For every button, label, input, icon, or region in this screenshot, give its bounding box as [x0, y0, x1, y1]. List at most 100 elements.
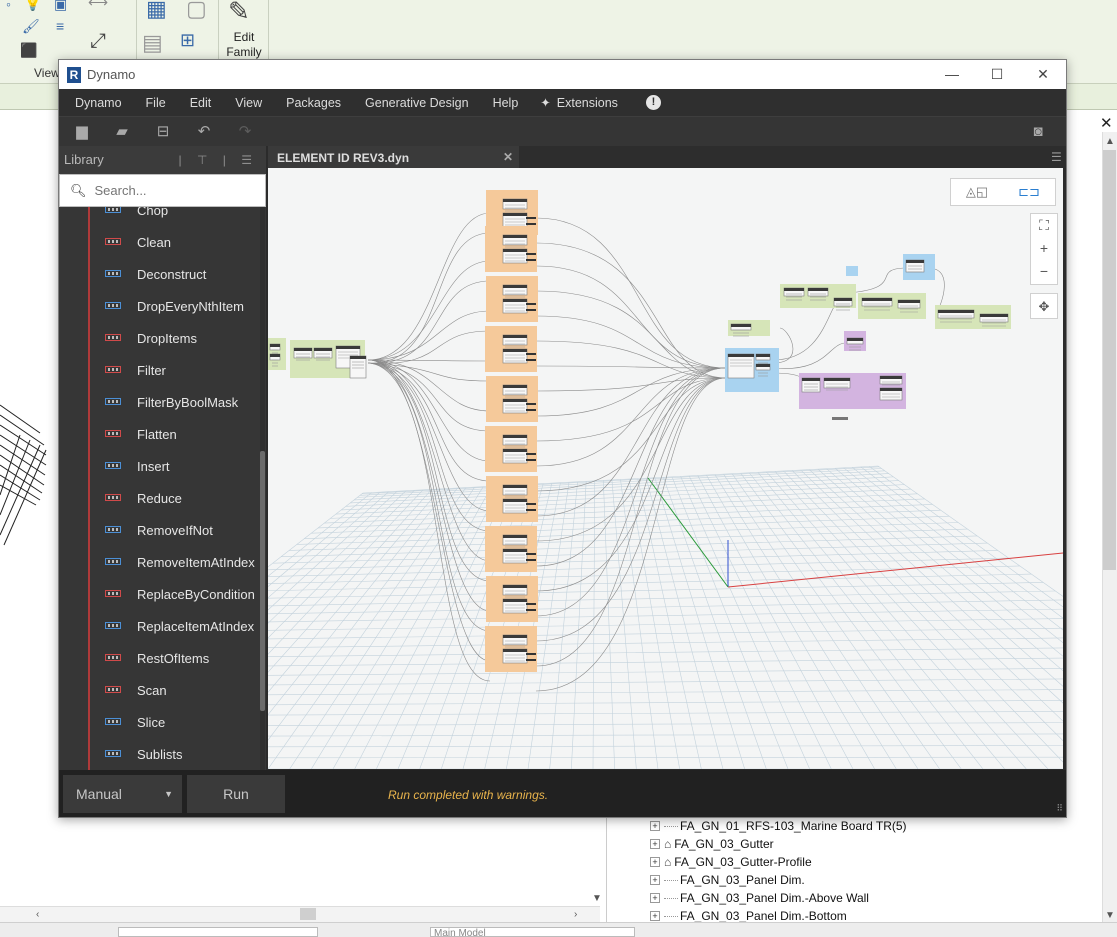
revit-scroll-thumb[interactable]	[1103, 150, 1116, 570]
tree-item[interactable]: +⌂FA_GN_03_Gutter	[650, 835, 774, 853]
library-item[interactable]: Filter	[103, 354, 259, 386]
screenshot-camera-icon[interactable]: ◙	[1033, 123, 1043, 140]
scroll-up-icon[interactable]: ▲	[1105, 136, 1115, 147]
run-mode-select[interactable]: Manual ▼	[63, 775, 182, 813]
library-item[interactable]: Chop	[103, 207, 259, 226]
pan-icon[interactable]: ✥	[1030, 293, 1058, 319]
expand-plus-icon[interactable]: +	[650, 857, 660, 867]
ribbon-large-icon[interactable]: ▦	[146, 0, 167, 21]
ribbon-small-icon[interactable]: ◦	[6, 0, 11, 12]
expand-plus-icon[interactable]: +	[650, 911, 660, 921]
library-item[interactable]: ReplaceByCondition	[103, 578, 259, 610]
bulb-icon[interactable]: 💡	[24, 0, 42, 11]
expand-plus-icon[interactable]: +	[650, 839, 660, 849]
library-item[interactable]: ReplaceItemAtIndex	[103, 610, 259, 642]
ribbon-large-icon[interactable]: ▤	[142, 30, 163, 55]
zoom-in-icon[interactable]: +	[1039, 240, 1049, 256]
view-close-icon[interactable]: ✕	[1100, 115, 1113, 132]
close-button[interactable]: ✕	[1037, 66, 1049, 82]
scroll-left-icon[interactable]: ‹	[36, 909, 40, 920]
tree-item[interactable]: +FA_GN_03_Panel Dim.-Bottom	[650, 907, 847, 925]
library-item[interactable]: RemoveItemAtIndex	[103, 546, 259, 578]
library-title: Library	[64, 152, 104, 167]
new-file-icon[interactable]: ▆	[76, 123, 88, 140]
library-item[interactable]: Clean	[103, 226, 259, 258]
tree-item-label: FA_GN_03_Panel Dim.	[680, 873, 805, 887]
graph-canvas[interactable]: ◬◱ ⊏⊐ ⛶ + − ✥	[268, 168, 1063, 769]
scroll-down-icon[interactable]: ▼	[592, 893, 602, 904]
menu-generative-design[interactable]: Generative Design	[365, 95, 469, 110]
graph-node-header	[503, 299, 527, 302]
toolbar: ▆ ▰ ⊟ ↶ ↷ ◙	[59, 116, 1066, 146]
notification-alert-icon[interactable]: !	[645, 95, 661, 110]
arrow-icon[interactable]: ⟷	[88, 0, 109, 10]
library-item[interactable]: DropEveryNthItem	[103, 290, 259, 322]
graph-node	[349, 355, 367, 379]
library-item[interactable]: FilterByBoolMask	[103, 386, 259, 418]
scroll-right-icon[interactable]: ›	[574, 909, 578, 920]
menu-packages[interactable]: Packages	[286, 95, 342, 110]
revit-logo-icon: R	[67, 66, 81, 83]
ribbon-large-icon[interactable]: ▢	[186, 0, 207, 21]
zoom-fit-icon[interactable]: ⛶	[1039, 217, 1049, 233]
library-item[interactable]: RemoveIfNot	[103, 514, 259, 546]
library-item[interactable]: Sublists	[103, 738, 259, 770]
tree-item[interactable]: +FA_GN_03_Panel Dim.-Above Wall	[650, 889, 869, 907]
undo-icon[interactable]: ↶	[197, 123, 211, 140]
workspace-menu-icon[interactable]: ☰	[1051, 150, 1062, 164]
menu-file[interactable]: File	[145, 95, 166, 110]
list-node-icon	[103, 683, 123, 697]
scroll-down-icon[interactable]: ▼	[1105, 910, 1115, 921]
menu-view[interactable]: View	[235, 95, 263, 110]
minimize-button[interactable]: —	[945, 66, 959, 82]
open-file-icon[interactable]: ▰	[116, 123, 128, 140]
run-button[interactable]: Run	[187, 775, 285, 813]
library-item[interactable]: Deconstruct	[103, 258, 259, 290]
library-item[interactable]: RestOfItems	[103, 642, 259, 674]
graph-node-header	[898, 300, 920, 303]
dimension-icon[interactable]: ⤢	[90, 30, 106, 52]
tree-item[interactable]: + FA_GN_03_Panel Dim.	[650, 871, 805, 889]
graph-view-icon[interactable]: ⊏⊐	[1018, 184, 1040, 199]
ribbon-large-icon[interactable]: ⊞	[180, 30, 196, 50]
edit-family-icon[interactable]: ✎	[228, 0, 250, 26]
library-scroll-thumb[interactable]	[260, 451, 265, 711]
ribbon-small-icon[interactable]: ⬛	[20, 42, 38, 58]
expand-plus-icon[interactable]: +	[650, 893, 660, 903]
hscroll-thumb[interactable]	[300, 908, 316, 920]
tree-item[interactable]: +⌂FA_GN_03_Gutter-Profile	[650, 853, 812, 871]
status-field[interactable]	[118, 927, 318, 937]
tab-close-icon[interactable]: ✕	[503, 150, 514, 164]
ribbon-small-icon[interactable]: ▣	[54, 0, 68, 12]
tree-item[interactable]: +FA_GN_01_RFS-103_Marine Board TR(5)	[650, 817, 907, 835]
menu-extensions[interactable]: ✦ Extensions	[540, 95, 624, 111]
tab-element-id-rev3[interactable]: ELEMENT ID REV3.dyn ✕	[268, 146, 519, 168]
graph-node-port	[526, 659, 536, 661]
library-item[interactable]: Slice	[103, 706, 259, 738]
dynamo-titlebar[interactable]: R Dynamo — ☐ ✕	[59, 60, 1066, 89]
zoom-out-icon[interactable]: −	[1039, 263, 1049, 279]
library-item[interactable]: Scan	[103, 674, 259, 706]
brush-icon[interactable]: 🖌	[22, 18, 40, 34]
library-item[interactable]: DropItems	[103, 322, 259, 354]
expand-plus-icon[interactable]: +	[650, 875, 660, 885]
menu-edit[interactable]: Edit	[189, 95, 212, 110]
library-item[interactable]: Flatten	[103, 418, 259, 450]
save-icon[interactable]: ⊟	[156, 123, 170, 140]
library-filter-icons[interactable]: | ⊤ | ☰	[178, 153, 258, 167]
resize-grip-icon[interactable]: ⠿	[1056, 803, 1063, 813]
geometry-view-icon[interactable]: ◬◱	[965, 184, 989, 199]
run-mode-value: Manual	[76, 786, 122, 802]
library-item[interactable]: Reduce	[103, 482, 259, 514]
redo-icon[interactable]: ↷	[238, 123, 252, 140]
list-node-icon	[103, 555, 123, 569]
maximize-button[interactable]: ☐	[990, 66, 1004, 82]
menu-dynamo[interactable]: Dynamo	[75, 95, 122, 110]
expand-plus-icon[interactable]: +	[650, 821, 660, 831]
library-item[interactable]: Insert	[103, 450, 259, 482]
lines-icon[interactable]: ≡	[56, 18, 65, 34]
menu-extensions-label: Extensions	[556, 95, 618, 110]
library-search-input[interactable]	[94, 183, 255, 198]
menu-help[interactable]: Help	[492, 95, 519, 110]
